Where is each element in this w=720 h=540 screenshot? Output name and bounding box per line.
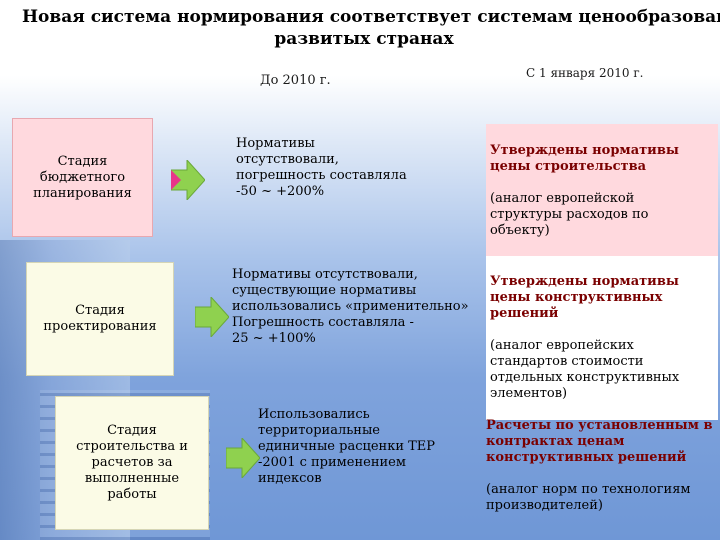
after-box-construction: Расчеты по установленным в контрактах це… <box>486 402 720 530</box>
after-title: Утверждены нормативы цены строительства <box>490 143 679 174</box>
stage-budget-planning: Стадия бюджетного планирования <box>12 118 153 237</box>
before-text-construction: Использовались территориальные единичные… <box>258 407 436 486</box>
after-box-budget: Утверждены нормативы цены строительства … <box>486 124 718 258</box>
after-box-design: Утверждены нормативы цены конструктивных… <box>486 256 718 420</box>
before-text-budget: Нормативы отсутствовали, погрешность сос… <box>236 136 407 199</box>
header-after: С 1 января 2010 г. <box>526 66 644 80</box>
after-note: (аналог норм по технологиям производител… <box>486 482 691 513</box>
slide-title: Новая система нормирования соответствует… <box>8 6 720 50</box>
stage-design: Стадия проектирования <box>26 262 174 376</box>
stage-construction: Стадия строительства и расчетов за выпол… <box>55 396 209 530</box>
arrow-right-icon <box>226 438 260 478</box>
arrow-right-icon <box>171 160 205 200</box>
after-title: Утверждены нормативы цены конструктивных… <box>490 274 679 321</box>
after-note: (аналог европейских стандартов стоимости… <box>490 338 680 401</box>
arrow-right-icon <box>195 297 229 337</box>
header-before: До 2010 г. <box>260 73 331 88</box>
after-note: (аналог европейской структуры расходов п… <box>490 191 649 238</box>
after-title: Расчеты по установленным в контрактах це… <box>486 418 713 465</box>
title-line-1: Новая система нормирования соответствует… <box>22 7 720 27</box>
before-text-design: Нормативы отсутствовали, существующие но… <box>232 267 469 346</box>
title-line-2: развитых странах <box>274 29 454 49</box>
